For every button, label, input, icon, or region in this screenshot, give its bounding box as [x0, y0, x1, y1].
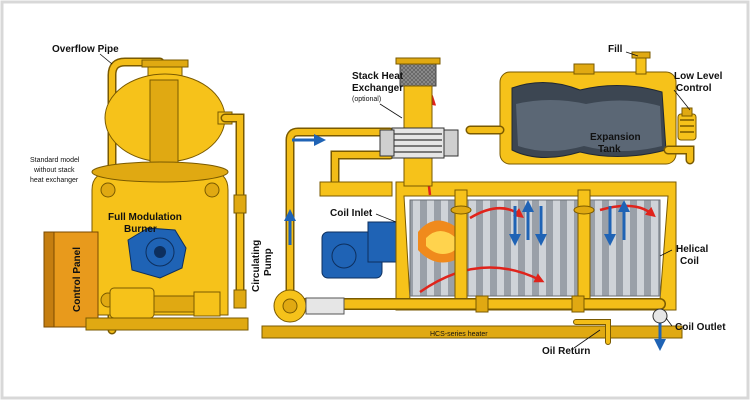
full-modulation-label: Full Modulation [108, 212, 182, 223]
helical-label: Helical [676, 244, 708, 255]
burner-label: Burner [124, 224, 157, 235]
overflow-pipe-label: Overflow Pipe [52, 44, 119, 55]
cutaway-skid [261, 325, 683, 339]
cutaway-machine [261, 51, 697, 351]
cutaway-burner [321, 221, 397, 279]
hcs-series-label: HCS-series heater [430, 331, 488, 338]
front-skid [85, 317, 249, 331]
control-panel-label: Control Panel [72, 247, 83, 312]
fill-label: Fill [608, 44, 623, 55]
low-level-control [677, 107, 697, 141]
expansion-tank [499, 51, 677, 165]
circulating-pump [273, 289, 345, 323]
expansion-label: Expansion [590, 132, 641, 143]
control-label: Control [676, 83, 712, 94]
front-pump-motor [109, 287, 221, 319]
front-view-machine [43, 57, 249, 335]
optional-label: (optional) [352, 96, 381, 103]
burner-motor [127, 227, 187, 279]
exchanger-label: Exchanger [352, 83, 403, 94]
pump-label: Pump [263, 248, 274, 276]
coil-outlet-label: Coil Outlet [675, 322, 726, 333]
leader-lines [99, 51, 691, 349]
standard-model-label-3: heat exchanger [30, 177, 79, 184]
coil-label: Coil [680, 256, 699, 267]
oil-return-label: Oil Return [542, 346, 590, 357]
control-panel [43, 231, 99, 328]
tank-label: Tank [598, 144, 621, 155]
stack-heat-exchanger [379, 57, 459, 187]
standard-model-label-1: Standard model [30, 157, 80, 164]
circulating-label: Circulating [251, 240, 262, 292]
standard-model-label-2: without stack [33, 167, 75, 174]
low-level-label: Low Level [674, 71, 723, 82]
stack-heat-label: Stack Heat [352, 71, 404, 82]
coil-inlet-label: Coil Inlet [330, 208, 373, 219]
coil-outlet-valve [652, 308, 668, 324]
